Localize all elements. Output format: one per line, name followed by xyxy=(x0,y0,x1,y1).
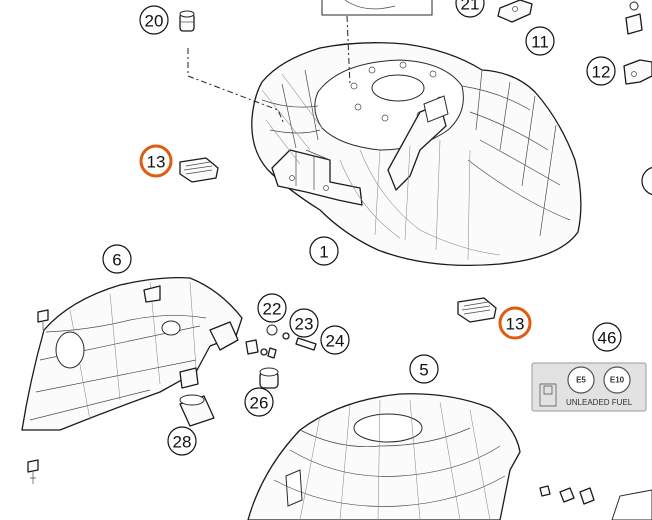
callout-5: 5 xyxy=(409,354,439,384)
callout-circle-highlighted xyxy=(139,144,173,178)
callout-6: 6 xyxy=(102,244,132,274)
callout-circle xyxy=(289,308,319,338)
callout-number: 21 xyxy=(461,0,480,14)
callout-partial-right xyxy=(641,166,652,196)
callout-circle xyxy=(309,236,339,266)
callout-number: 23 xyxy=(295,315,314,334)
callout-number: 12 xyxy=(592,63,611,82)
fuel-badge-e10 xyxy=(603,366,631,394)
callout-23: 23 xyxy=(289,308,319,338)
callout-24: 24 xyxy=(320,325,350,355)
callout-1: 1 xyxy=(309,236,339,266)
callout-number: 22 xyxy=(263,300,282,319)
side-panel-part-6 xyxy=(21,277,243,484)
callout-circle xyxy=(139,5,169,35)
callout-circle xyxy=(320,325,350,355)
callout-circle xyxy=(244,387,274,417)
callout-number: 24 xyxy=(326,332,345,351)
fastener-group-top-right xyxy=(625,1,643,35)
callout-number: 26 xyxy=(250,394,269,413)
bushing-part-26 xyxy=(259,367,279,389)
callout-22: 22 xyxy=(257,293,287,323)
callout-circle xyxy=(525,26,555,56)
leader-line-20 xyxy=(187,48,285,125)
callout-circle xyxy=(102,244,132,274)
callout-circle xyxy=(409,354,439,384)
callout-46: 46 xyxy=(592,322,622,352)
fuel-label-text: UNLEADED FUEL xyxy=(566,398,633,407)
fuel-badge-e10-text: E10 xyxy=(610,376,625,385)
callout-number: 46 xyxy=(598,329,617,348)
callout-20: 20 xyxy=(139,5,169,35)
callout-number: 5 xyxy=(419,361,428,380)
callout-number: 11 xyxy=(531,33,549,52)
callout-11: 11 xyxy=(525,26,555,56)
fuel-label-part-46: E5 E10 UNLEADED FUEL xyxy=(531,362,647,412)
fastener-group-22-24 xyxy=(245,324,317,359)
callout-28: 28 xyxy=(167,426,197,456)
fuel-badge-e5 xyxy=(567,366,595,394)
tank-cover-part-5 xyxy=(247,393,521,520)
callout-number: 28 xyxy=(173,433,192,452)
callout-circle xyxy=(592,322,622,352)
callout-number: 1 xyxy=(319,243,328,262)
callout-26: 26 xyxy=(244,387,274,417)
fuel-badge-e5-text: E5 xyxy=(576,376,586,385)
callout-circle xyxy=(257,293,287,323)
bracket-part-21 xyxy=(497,0,533,23)
rubber-buffer-part-13-left xyxy=(179,157,219,183)
fastener-group-bottom-right xyxy=(539,485,652,520)
callout-21: 21 xyxy=(455,0,485,18)
callout-13-right: 13 xyxy=(498,306,532,340)
leader-line-top xyxy=(346,15,351,87)
callout-number: 20 xyxy=(145,12,164,31)
callout-circle xyxy=(586,56,616,86)
callout-13-left: 13 xyxy=(139,144,173,178)
rubber-buffer-part-13-right xyxy=(457,297,497,323)
callout-number: 6 xyxy=(112,251,121,270)
fuel-tank-part xyxy=(251,0,582,267)
callout-circle xyxy=(167,426,197,456)
grommet-part-20 xyxy=(179,10,195,32)
callout-circle xyxy=(641,166,652,196)
callout-circle-highlighted xyxy=(498,306,532,340)
callout-12: 12 xyxy=(586,56,616,86)
callout-number: 13 xyxy=(506,315,525,334)
callout-number: 13 xyxy=(147,153,166,172)
callout-circle xyxy=(455,0,485,18)
sleeve-part-28 xyxy=(179,394,215,427)
bracket-part-12 xyxy=(623,59,652,85)
